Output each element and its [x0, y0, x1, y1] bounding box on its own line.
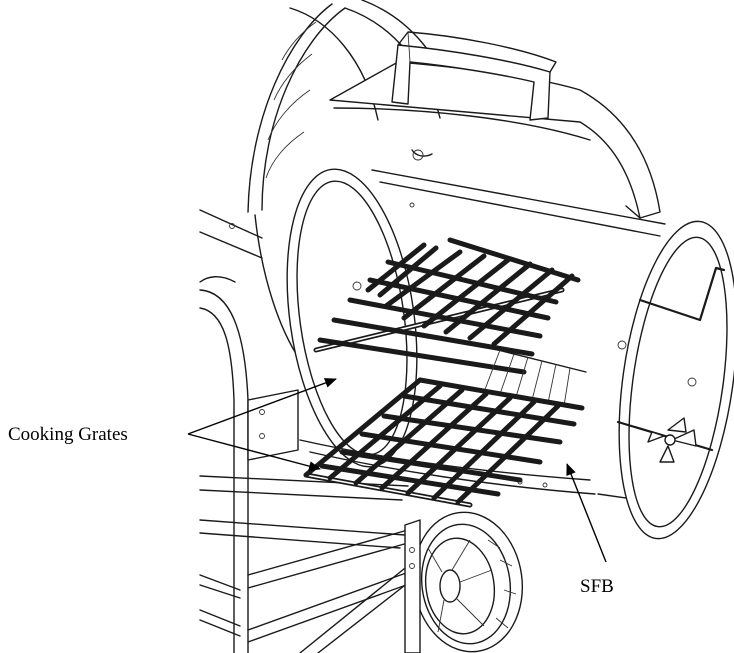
sfb-callout: SFB	[566, 463, 614, 597]
main-chamber-body	[199, 209, 303, 283]
cooking-grates-leader-lower	[187, 433, 321, 472]
air-damper	[647, 417, 697, 463]
main-chamber-lid	[247, 0, 456, 361]
sfb-label: SFB	[580, 576, 614, 597]
side-firebox	[286, 168, 734, 540]
cooking-grates-callout: Cooking Grates	[8, 378, 337, 472]
cooking-grate-front	[303, 377, 585, 508]
cooking-grates-leader-upper	[187, 378, 337, 435]
cooking-grate-inner	[313, 237, 581, 375]
cooking-grates-label: Cooking Grates	[8, 424, 128, 445]
sfb-leader	[566, 463, 607, 563]
cart-wheel	[404, 511, 524, 653]
sfb-lid	[329, 31, 661, 219]
